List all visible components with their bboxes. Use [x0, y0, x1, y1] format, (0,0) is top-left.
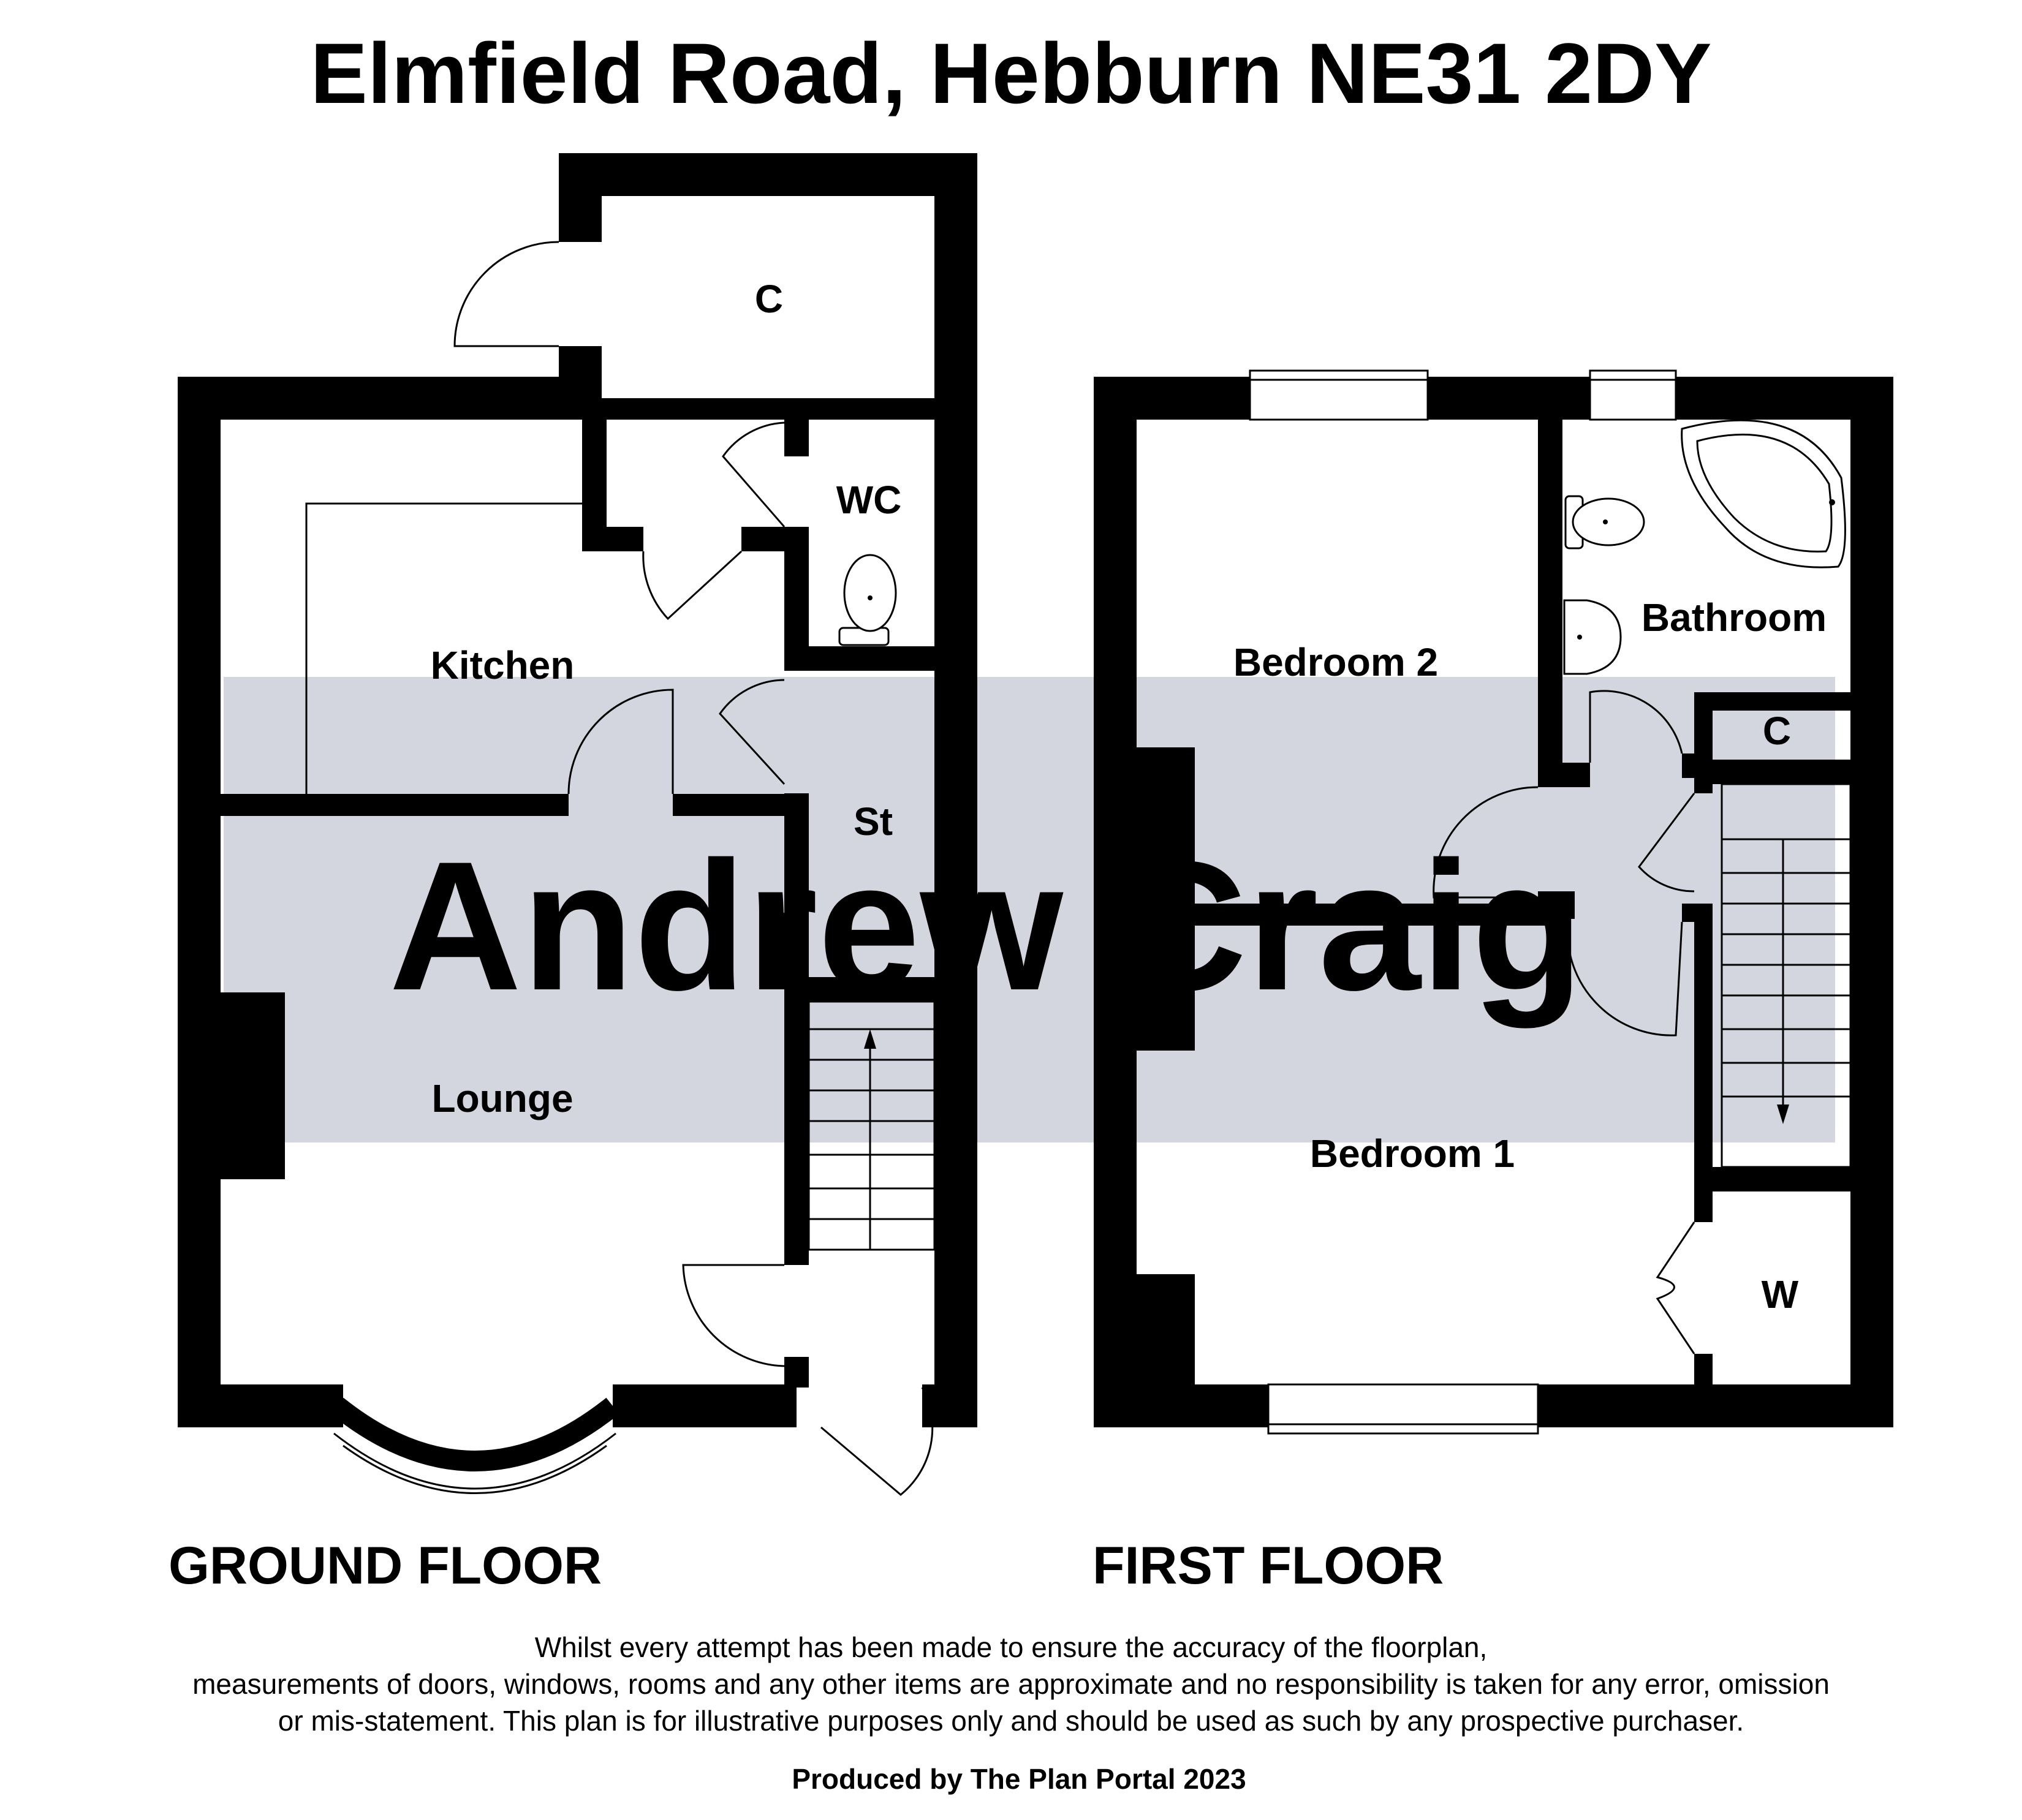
gf-outer-wall-south-mid — [613, 1384, 797, 1427]
producer-credit: Produced by The Plan Portal 2023 — [792, 1763, 1246, 1795]
ff-door-wardrobe — [1656, 1222, 1695, 1354]
ff-outer-wall-west — [1094, 377, 1137, 1427]
gf-room-label-store: St — [854, 799, 893, 844]
gf-room-label-wc: WC — [836, 478, 902, 522]
ff-bath-icon — [1681, 419, 1846, 568]
ff-window-bedroom1 — [1267, 1383, 1539, 1435]
ff-staircase — [1721, 783, 1852, 1168]
gf-door-external-cupboard — [453, 241, 559, 347]
gf-door-utility — [642, 550, 743, 621]
gf-chimney-breast — [221, 992, 285, 1179]
ff-room-label-bedroom2: Bedroom 2 — [1233, 640, 1438, 684]
gf-kitchen-lounge-wall-left — [221, 794, 569, 816]
ff-outer-wall-north-a — [1094, 377, 1256, 420]
ff-outer-wall-south-a — [1094, 1384, 1271, 1427]
gf-outer-wall-west — [178, 377, 221, 1427]
ff-wardrobe-wall-north — [1694, 1167, 1853, 1191]
gf-hall-partition — [784, 793, 809, 1265]
gf-toilet-icon — [838, 554, 897, 646]
ff-room-label-wardrobe: W — [1762, 1272, 1799, 1316]
ff-wardrobe-wall-west-lower — [1694, 1354, 1713, 1388]
disclaimer-line-3: or mis-statement. This plan is for illus… — [278, 1705, 1744, 1737]
gf-wc-wall-stub — [582, 527, 643, 551]
ff-door-bedroom2 — [1433, 786, 1539, 899]
gf-outer-wall-north — [178, 377, 561, 420]
gf-door-store — [719, 679, 786, 785]
gf-wc-wall-south — [784, 646, 937, 671]
gf-hall-partition-lower — [784, 1357, 809, 1388]
ff-cupboard-sliding-door — [1713, 699, 1844, 707]
gf-door-wc — [722, 421, 786, 527]
ff-stair-wall-west-mid — [1682, 904, 1706, 922]
disclaimer-line-1: Whilst every attempt has been made to en… — [535, 1631, 1488, 1663]
ff-cupboard-wall-north — [1694, 692, 1853, 711]
ff-bed2-bath-wall-stub — [1538, 763, 1590, 787]
gf-wc-partition-top — [784, 420, 809, 456]
gf-staircase — [808, 1000, 936, 1251]
ff-chimney-breast-lower — [1137, 1274, 1195, 1388]
ff-door-bedroom1 — [1566, 915, 1683, 1036]
gf-room-label-kitchen: Kitchen — [431, 643, 575, 687]
ff-cupboard-wall-south — [1694, 760, 1853, 784]
gf-outer-wall-east — [934, 153, 977, 1427]
ff-outer-wall-south-b — [1535, 1384, 1893, 1427]
ff-wardrobe-wall-west — [1694, 1167, 1713, 1222]
ff-room-label-bedroom1: Bedroom 1 — [1310, 1131, 1515, 1176]
gf-cupboard-wall-south — [593, 398, 936, 420]
gf-door-lounge-hall — [682, 1264, 785, 1367]
ff-outer-wall-north-b — [1422, 377, 1596, 420]
ff-bed2-bath-wall — [1538, 420, 1562, 787]
gf-door-kitchen-lounge — [567, 689, 674, 795]
gf-room-label-cupboard: C — [755, 277, 783, 321]
ff-door-landing — [1638, 793, 1695, 893]
gf-door-front — [820, 1387, 934, 1496]
first-floor-label: FIRST FLOOR — [1092, 1536, 1444, 1595]
ff-window-bathroom — [1589, 369, 1677, 421]
gf-kitchen-worktop — [305, 502, 582, 794]
ff-room-label-cupboard: C — [1763, 709, 1791, 753]
ff-room-label-bathroom: Bathroom — [1641, 595, 1827, 640]
gf-bay-window — [330, 1397, 619, 1494]
ff-bed1-bed2-wall — [1195, 904, 1569, 926]
gf-room-label-lounge: Lounge — [431, 1076, 573, 1120]
first-floor-plan: Bedroom 2 Bathroom C Bedroom 1 W — [1094, 369, 1893, 1435]
ff-chimney-breast-upper — [1137, 747, 1195, 1051]
watermark-text: Andrew Craig — [389, 823, 1584, 1030]
ground-floor-plan: C WC Kitchen St Lounge — [178, 153, 977, 1496]
gf-wc-partition-upper — [784, 527, 809, 649]
gf-wc-wall-west — [582, 398, 607, 545]
ff-toilet-icon — [1564, 495, 1645, 549]
page-title: Elmfield Road, Hebburn NE31 2DY — [310, 25, 1711, 121]
ff-basin-icon — [1563, 599, 1622, 675]
ff-outer-wall-east — [1850, 377, 1893, 1427]
ff-bed2-door-jamb — [1538, 891, 1575, 919]
gf-store-wall-south — [797, 977, 937, 1002]
gf-cupboard-wall-west-upper — [559, 153, 602, 242]
ff-stair-wall-west — [1694, 769, 1713, 793]
gf-cupboard-wall-north — [559, 153, 977, 196]
ff-window-bedroom2 — [1249, 369, 1429, 421]
disclaimer-line-2: measurements of doors, windows, rooms an… — [192, 1668, 1830, 1700]
gf-outer-wall-south-left — [178, 1384, 343, 1427]
ff-door-bathroom — [1589, 690, 1683, 763]
ff-stair-wall-west-lower — [1694, 904, 1713, 1216]
ground-floor-label: GROUND FLOOR — [168, 1536, 602, 1595]
